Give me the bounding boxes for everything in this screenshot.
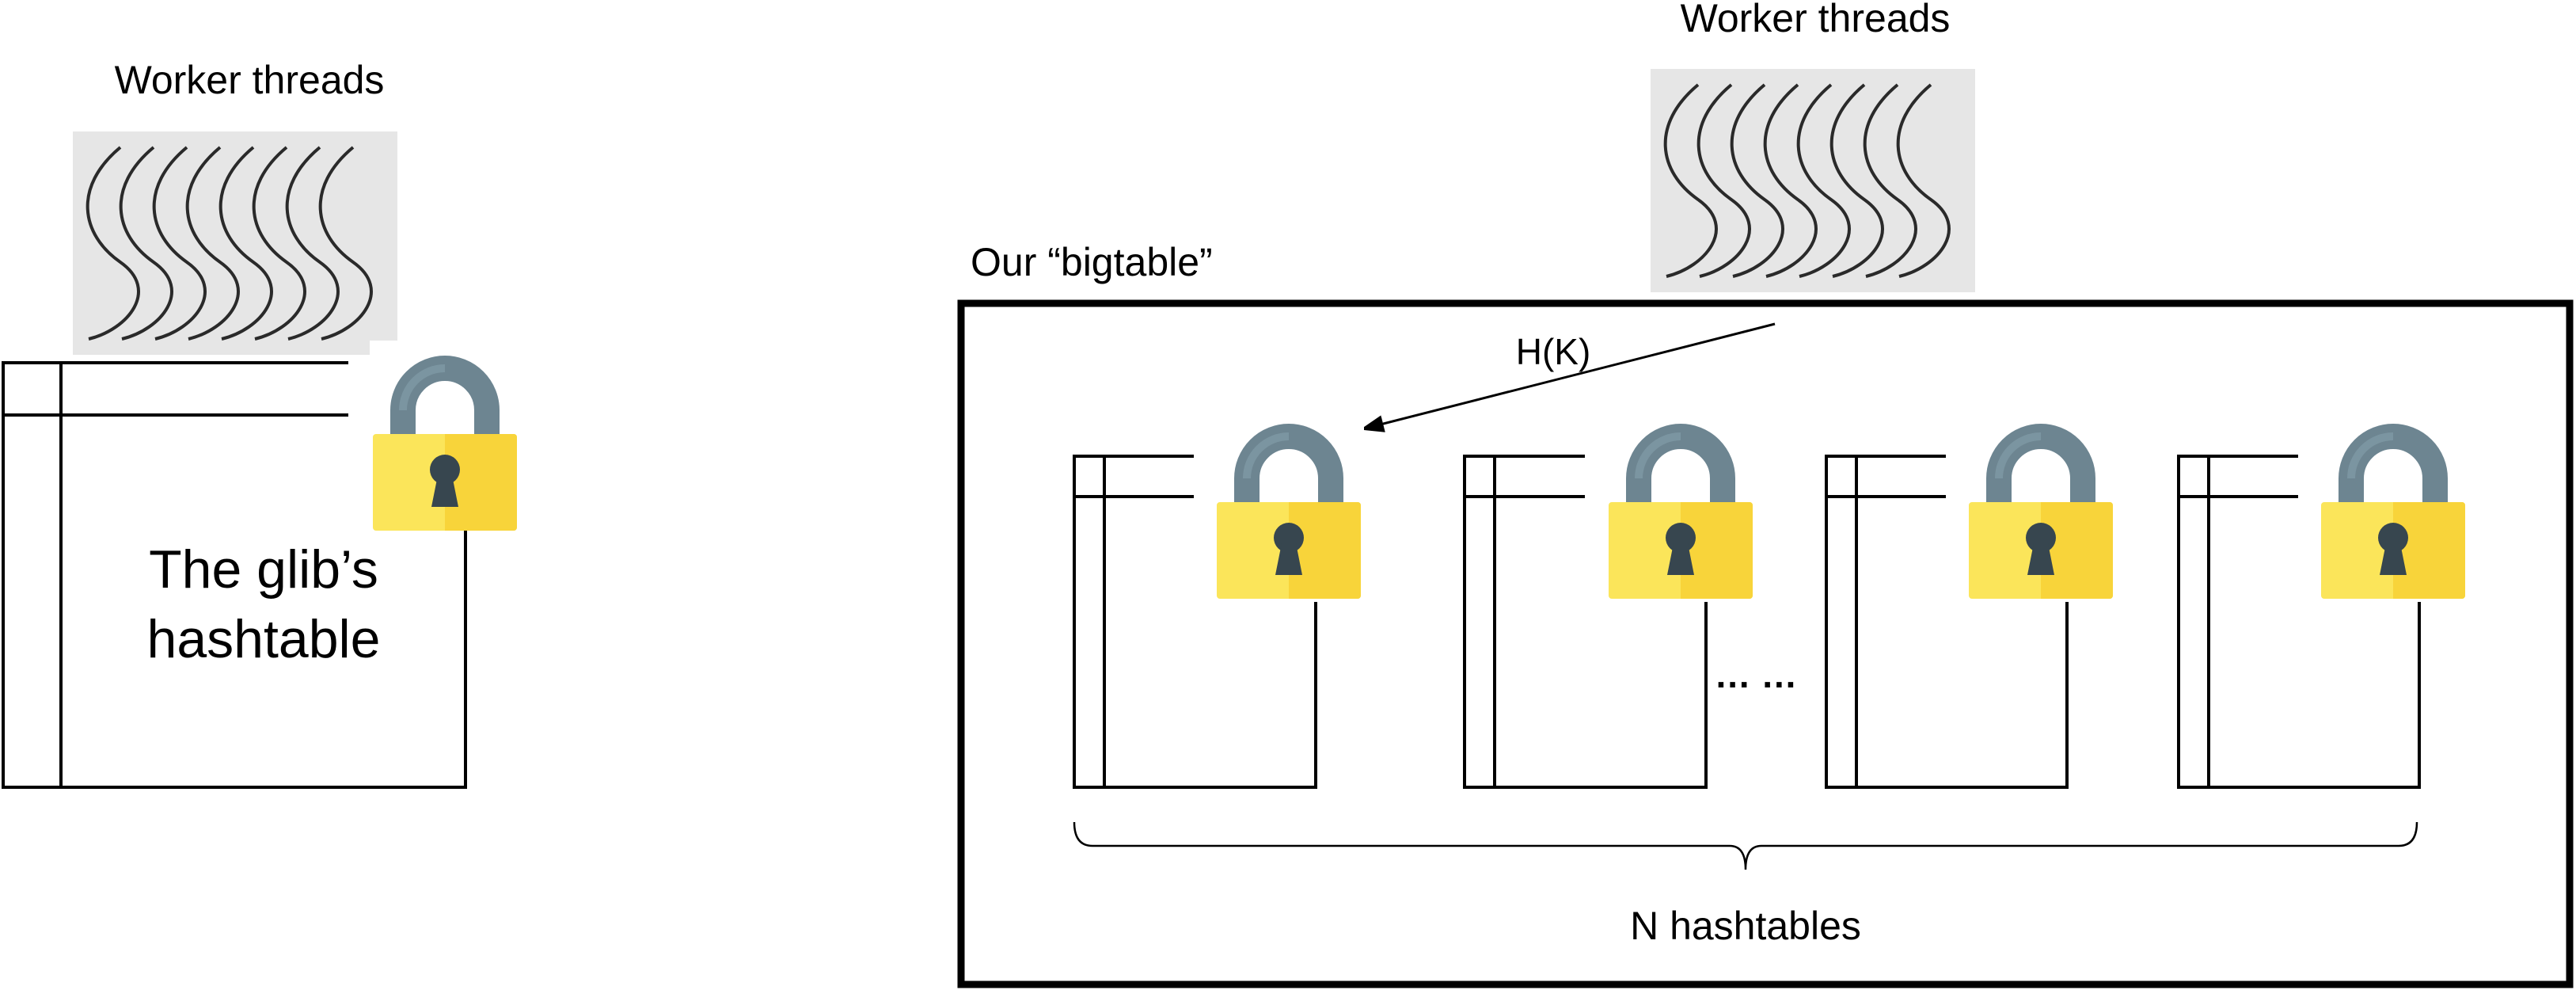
left-panel: Worker threads The glib’s hashtable bbox=[2, 58, 520, 789]
left-padlock-icon bbox=[370, 341, 520, 531]
right-worker-threads-icon bbox=[1649, 67, 1977, 294]
glib-hashtable-label-line2: hashtable bbox=[147, 609, 381, 669]
bigtable-padlock-icon-1 bbox=[1214, 409, 1364, 599]
bigtable-padlock-icon-3 bbox=[1966, 409, 2116, 599]
bigtable-hashtable-3 bbox=[1825, 455, 2069, 789]
right-worker-threads-label: Worker threads bbox=[1681, 0, 1951, 40]
bigtable-label: Our “bigtable” bbox=[971, 240, 1213, 284]
bigtable-hashtable-1 bbox=[1073, 455, 1317, 789]
hashtables-brace bbox=[1073, 821, 2418, 870]
bigtable-hashtable-4 bbox=[2177, 455, 2421, 789]
bigtable-hashtable-2 bbox=[1463, 455, 1708, 789]
hash-function-label: H(K) bbox=[1516, 331, 1591, 372]
n-hashtables-label: N hashtables bbox=[1630, 904, 1861, 948]
left-worker-threads-icon bbox=[71, 130, 399, 356]
left-worker-threads-label: Worker threads bbox=[115, 58, 385, 102]
bigtable-container bbox=[957, 299, 2574, 988]
glib-hashtable-label-line1: The glib’s bbox=[149, 539, 378, 600]
glib-hashtable bbox=[2, 361, 467, 789]
right-panel: Worker threads Our “bigtable” H(K) … … bbox=[957, 0, 2574, 988]
hash-arrow bbox=[1360, 322, 1776, 432]
bigtable-padlock-icon-2 bbox=[1605, 409, 1756, 599]
bigtable-padlock-icon-4 bbox=[2318, 409, 2468, 599]
more-tables-ellipsis: … … bbox=[1715, 654, 1798, 695]
